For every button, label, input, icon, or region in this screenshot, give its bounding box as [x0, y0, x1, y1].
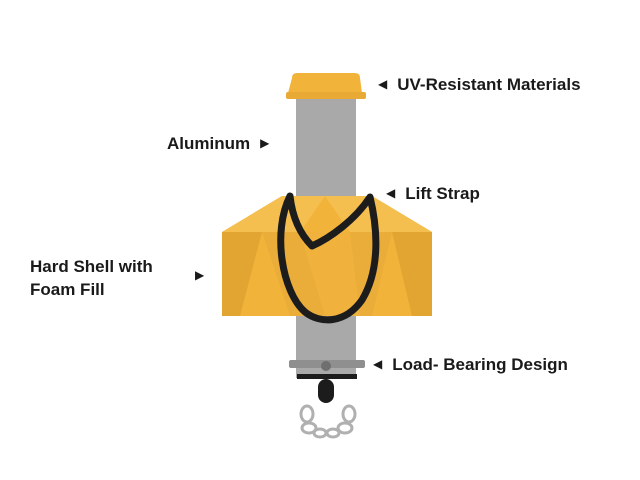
label-load-bearing: Load- Bearing Design: [392, 355, 568, 375]
pointer-left-icon: ◀: [386, 186, 396, 201]
label-hard-shell-line1: Hard Shell with: [30, 257, 153, 276]
label-uv-resistant: UV-Resistant Materials: [397, 75, 581, 95]
pointer-left-icon: ◀: [373, 357, 383, 372]
callout-load-bearing: ◀ Load- Bearing Design: [373, 354, 568, 377]
shell-facet: [222, 232, 262, 316]
bracket-bar: [297, 374, 357, 379]
callout-lift-strap: ◀ Lift Strap: [386, 183, 480, 206]
callout-aluminum: Aluminum ▶: [167, 133, 269, 156]
anchor-chain: [299, 404, 357, 439]
callout-uv-resistant: ◀ UV-Resistant Materials: [378, 74, 581, 97]
shell-facet: [392, 232, 432, 316]
bracket-pin: [318, 379, 334, 403]
callout-hard-shell: Hard Shell with Foam Fill ▶: [30, 256, 204, 302]
shell-facet: [262, 232, 325, 316]
label-lift-strap: Lift Strap: [405, 184, 480, 204]
bracket-bolt: [321, 361, 331, 371]
lift-strap: [277, 192, 380, 324]
label-aluminum: Aluminum: [167, 134, 251, 154]
pointer-right-icon: ▶: [260, 136, 270, 151]
cap-base: [286, 92, 366, 99]
shell-facet: [300, 232, 360, 316]
pointer-left-icon: ◀: [378, 77, 388, 92]
uv-resistant-cap: [288, 73, 362, 93]
label-hard-shell-line2: Foam Fill: [30, 279, 105, 299]
pointer-right-icon: ▶: [195, 268, 205, 282]
